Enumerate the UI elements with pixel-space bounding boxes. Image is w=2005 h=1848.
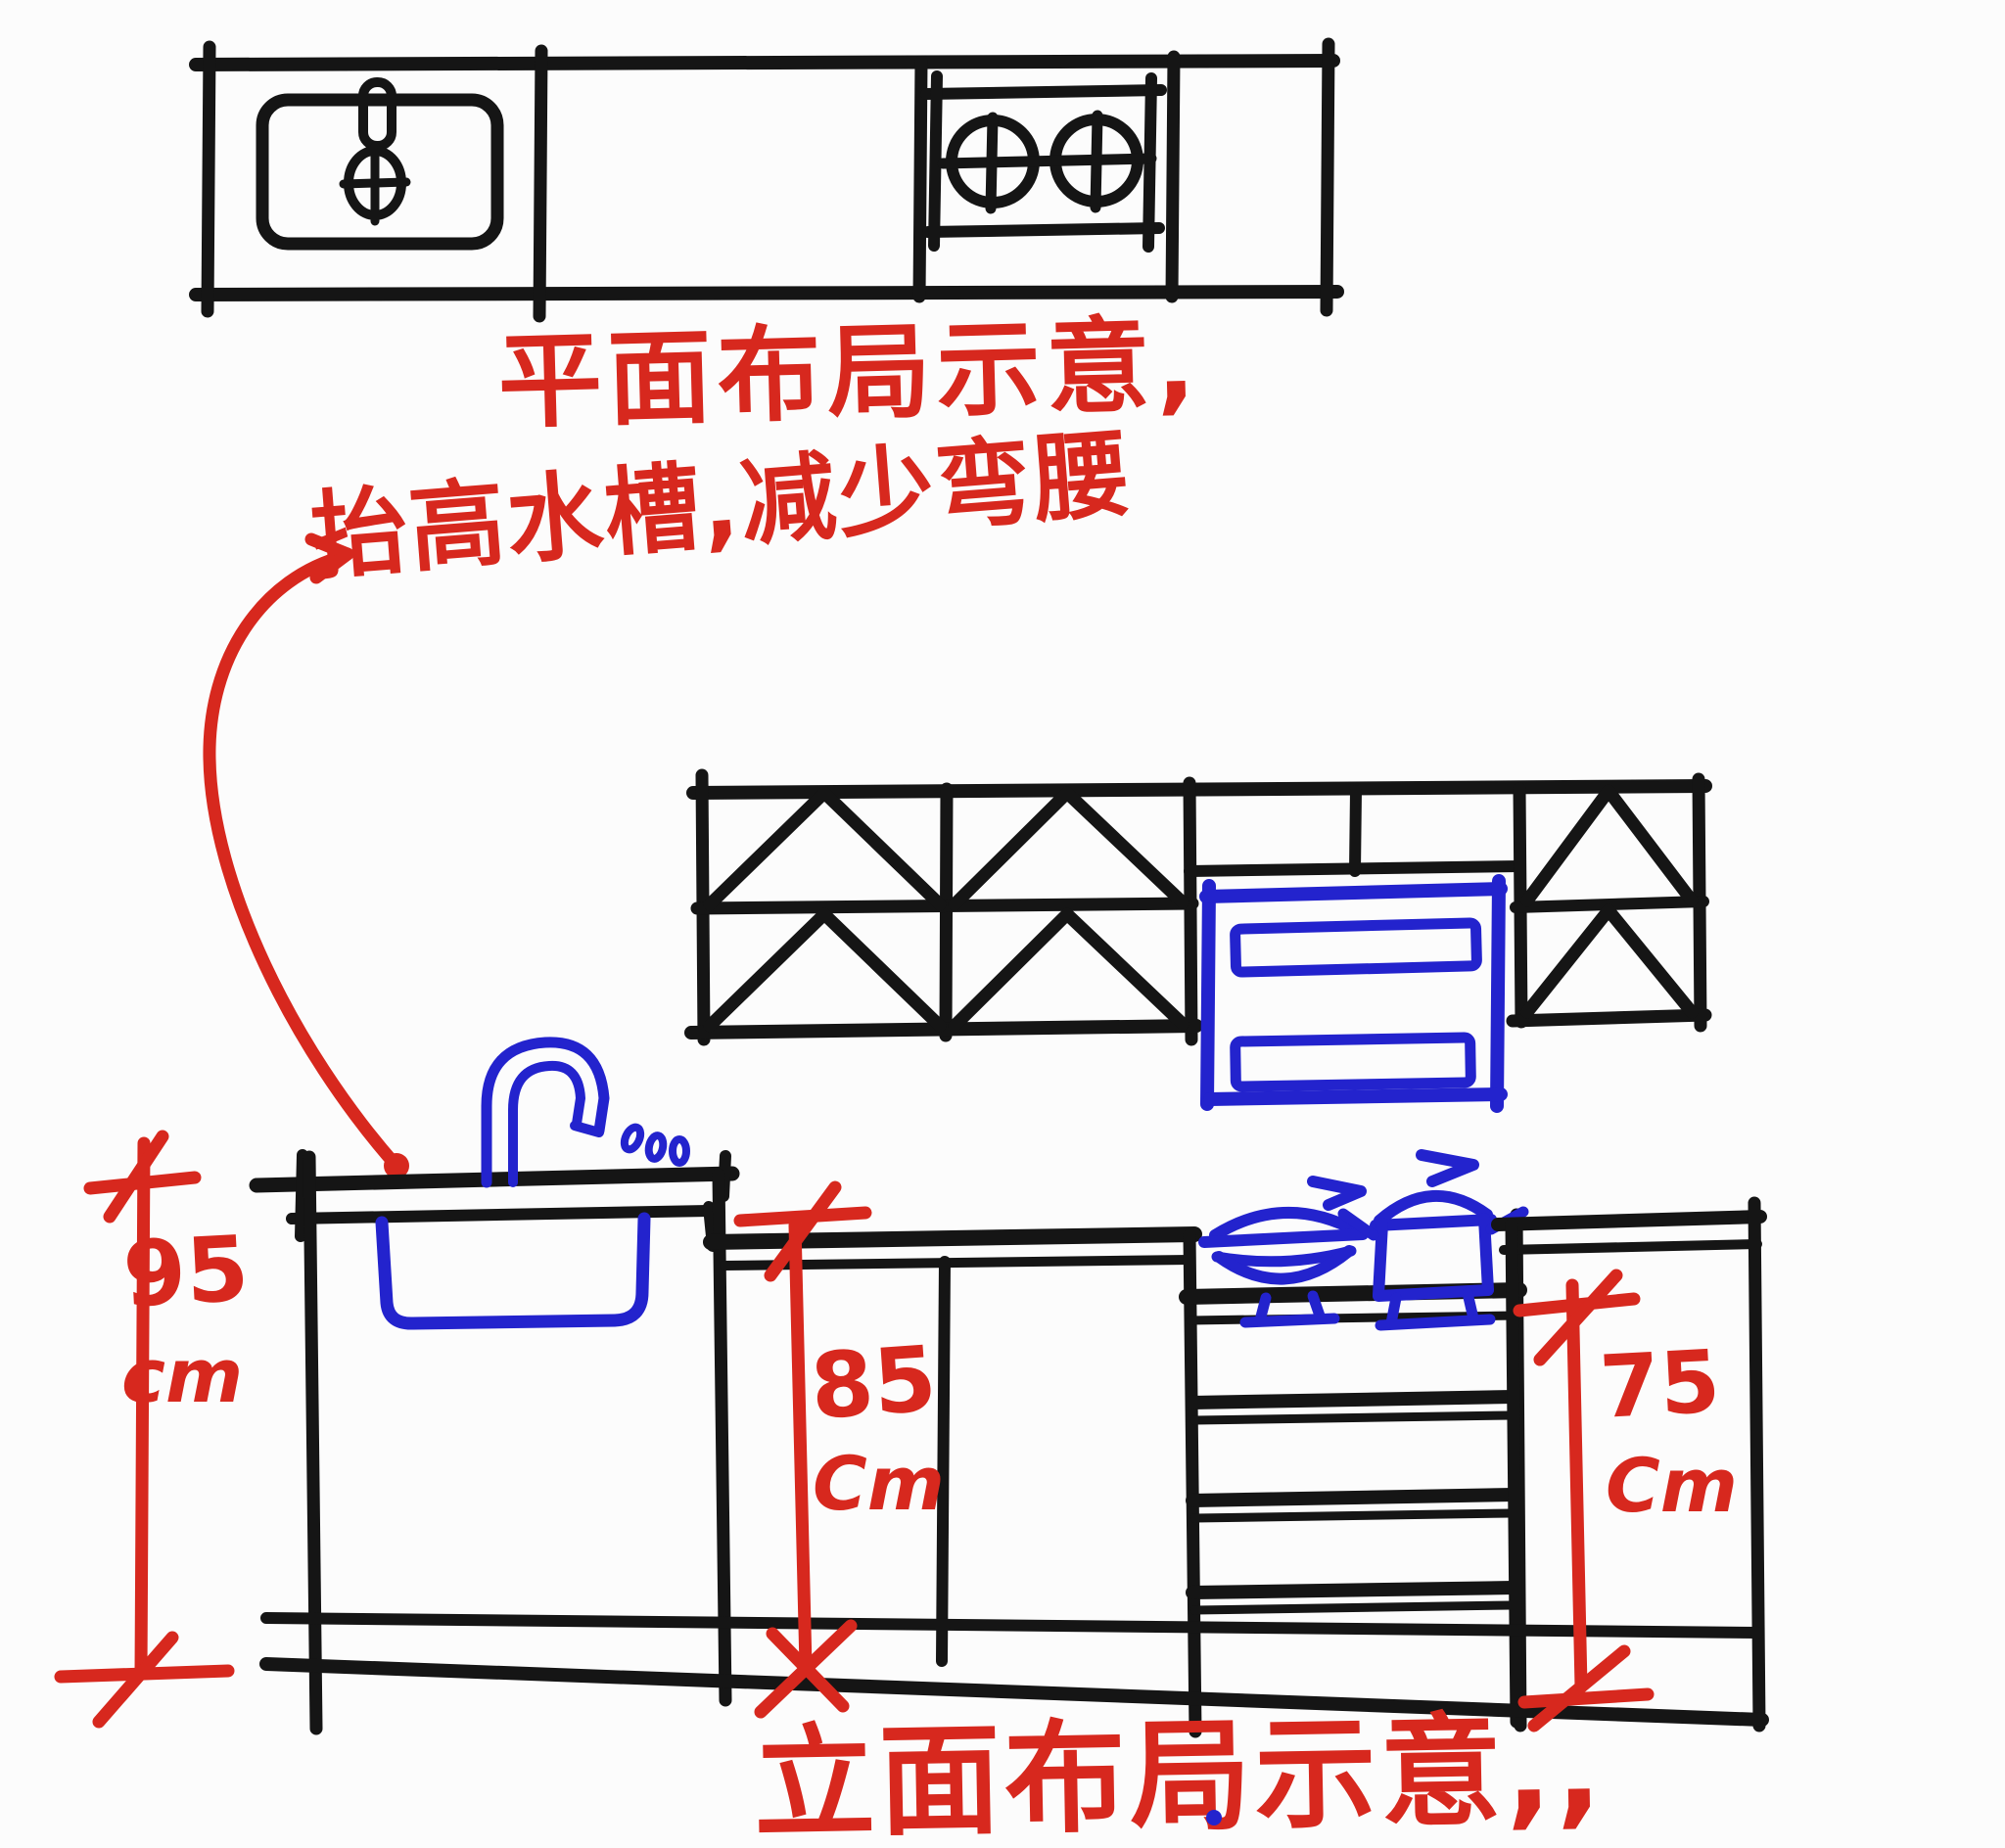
water-drop-icon — [669, 1135, 690, 1167]
drawer-line — [1186, 1581, 1520, 1599]
faucet-icon — [481, 1037, 690, 1188]
door-triangle-icon — [703, 907, 947, 1033]
dimension-95cm: 95 cm — [54, 1130, 252, 1729]
door-triangle-icon — [1520, 903, 1699, 1019]
plan-counter-outline — [189, 37, 1344, 323]
dimension-85-unit: Cm — [813, 1440, 945, 1527]
dimension-85-value: 85 — [808, 1326, 940, 1440]
pot-icon — [1337, 1149, 1529, 1331]
dimension-95-value: 95 — [120, 1217, 251, 1328]
base-cabinets — [249, 1037, 1769, 1738]
upper-cabinet-middle — [1184, 785, 1525, 877]
water-drop-icon — [644, 1132, 668, 1163]
dimension-95-unit: cm — [121, 1332, 243, 1419]
drawer-line — [1186, 1488, 1520, 1507]
main-counter-cabinet — [703, 1226, 1202, 1667]
sink-basin-icon — [375, 1212, 651, 1330]
plan-sink-icon — [256, 77, 504, 251]
toe-kick-line — [260, 1612, 1763, 1639]
stray-blue-dot-icon — [1206, 1810, 1222, 1825]
dimension-75cm: 75 Cm — [1513, 1269, 1738, 1732]
door-triangle-icon — [948, 786, 1189, 911]
drawer-line — [1186, 1390, 1520, 1409]
water-drop-icon — [620, 1123, 645, 1154]
door-triangle-icon — [1520, 784, 1699, 907]
door-triangle-icon — [703, 786, 947, 911]
oven-handle-icon — [1230, 917, 1482, 978]
note-raise-sink: 抬高水槽,减少弯腰 — [307, 418, 1136, 593]
plan-view — [189, 37, 1344, 323]
side-cabinet — [1491, 1196, 1767, 1732]
elevation-view-title: 立面布局示意,, — [753, 1699, 1608, 1848]
upper-cabinet-left — [684, 768, 1203, 1046]
door-triangle-icon — [948, 907, 1189, 1033]
oven-handle-icon — [1230, 1032, 1476, 1092]
plan-stove-icon — [920, 70, 1167, 253]
arrow-dot-icon — [384, 1153, 409, 1178]
upper-cabinet-right — [1506, 772, 1712, 1033]
upper-cabinets — [684, 768, 1712, 1113]
pot-handle-icon — [1337, 1208, 1379, 1241]
dimension-85cm: 85 Cm — [733, 1180, 945, 1719]
dimension-75-value: 75 — [1598, 1331, 1723, 1438]
note-arrow — [203, 532, 409, 1178]
floor-line — [259, 1657, 1769, 1727]
plan-drain-icon — [339, 142, 411, 226]
plan-view-title: 平面布局示意, — [496, 304, 1202, 443]
plan-faucet-icon — [358, 77, 396, 151]
oven-icon — [1199, 874, 1508, 1113]
sink-cabinet — [249, 1149, 740, 1735]
dimension-75-unit: Cm — [1606, 1442, 1738, 1529]
wok-icon — [1198, 1176, 1369, 1328]
